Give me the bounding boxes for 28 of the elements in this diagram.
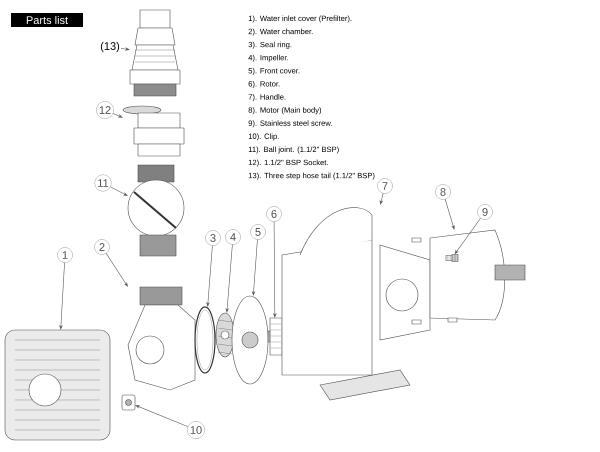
callout-number: 4 [225,229,241,245]
callout-number: 2 [94,239,110,255]
motor-body-drawing [412,230,526,324]
callout-number: 11 [94,174,112,192]
callout-number: 8 [435,184,451,200]
callout-number: 9 [477,204,493,220]
callout-number: 12 [96,101,114,119]
leader-line [112,113,123,118]
hose-tail-drawing [130,10,180,96]
callout-number: 7 [377,178,393,194]
screw-drawing [446,254,458,262]
rotor-drawing [268,318,282,356]
title-box: Parts list [11,12,83,28]
callout-number: 6 [266,206,282,222]
callout-number: 1 [57,247,73,263]
socket-drawing [122,106,184,156]
ball-joint-drawing [128,164,184,256]
prefilter-drawing [4,330,110,440]
water-chamber-drawing [128,286,196,390]
motor-housing-drawing [282,207,430,400]
callout-number: 10 [187,421,205,439]
leader-line [454,218,481,254]
callout-number: (13) [100,42,120,52]
callout-number: 3 [205,230,221,246]
clip-drawing [122,394,136,410]
leader-line [110,186,128,196]
callout-number: 5 [250,224,266,240]
seal-ring-drawing [194,306,216,374]
